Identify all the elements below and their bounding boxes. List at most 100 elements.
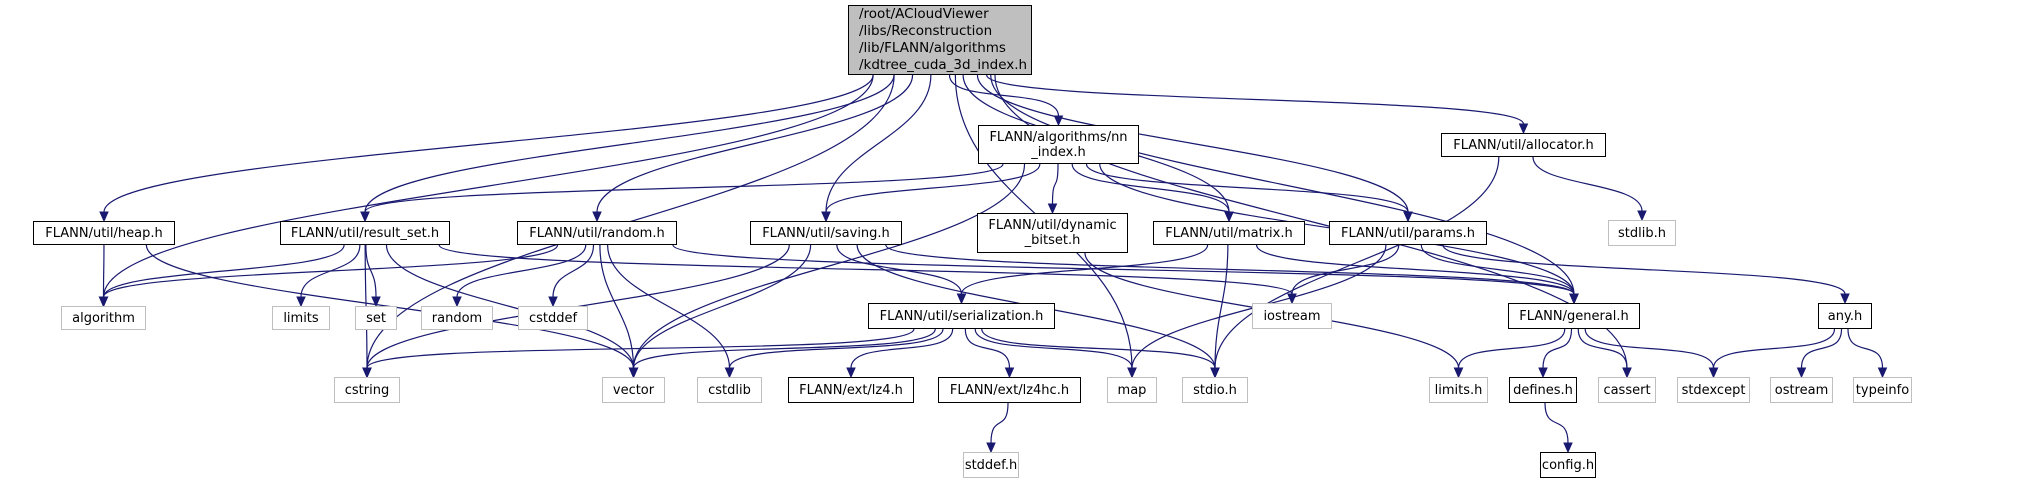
- arrowhead-icon: [1127, 367, 1137, 379]
- edge-saving-to-general: [885, 244, 1575, 295]
- edge-root-to-result_set: [364, 74, 895, 213]
- edge-nn_index-to-result_set: [364, 163, 1004, 213]
- any-node[interactable]: any.h: [1818, 303, 1872, 329]
- edge-serialization-to-cstring: [366, 328, 915, 369]
- edge-any-to-ostream: [1800, 328, 1843, 369]
- arrowhead-icon: [1569, 293, 1579, 305]
- typeinfo-node: typeinfo: [1853, 377, 1912, 403]
- iostream-node: iostream: [1252, 303, 1332, 329]
- edge-root-to-allocator: [986, 74, 1525, 125]
- arrowhead-icon: [1708, 367, 1719, 379]
- edge-result_set-to-algorithm: [102, 244, 345, 298]
- edge-root-to-algorithm: [102, 74, 874, 298]
- arrowhead-icon: [1210, 367, 1220, 379]
- defines-node[interactable]: defines.h: [1509, 377, 1577, 403]
- edge-lz4hc-to-stddef_h: [990, 402, 1009, 444]
- edge-nn_index-to-matrix: [1071, 163, 1230, 213]
- heap-node[interactable]: FLANN/util/heap.h: [33, 221, 175, 245]
- serialization-node[interactable]: FLANN/util/serialization.h: [868, 303, 1055, 329]
- edge-serialization-to-map: [974, 328, 1133, 369]
- arrowhead-icon: [548, 296, 558, 308]
- edge-any-to-typeinfo: [1847, 328, 1884, 369]
- edge-saving-to-vector: [632, 244, 812, 369]
- edge-general-to-stdexcept: [1584, 328, 1715, 369]
- edge-result_set-to-set: [365, 244, 377, 298]
- map-node: map: [1107, 377, 1157, 403]
- arrowhead-icon: [821, 211, 831, 223]
- lz4hc-node[interactable]: FLANN/ext/lz4hc.h: [938, 377, 1081, 403]
- edge-nn_index-to-params: [1085, 163, 1409, 213]
- arrowhead-icon: [452, 296, 462, 308]
- root-file-node[interactable]: /root/ACloudViewer /libs/Reconstruction …: [848, 5, 1032, 75]
- set-node: set: [355, 306, 397, 330]
- random-node: random: [421, 306, 493, 330]
- edge-saving-to-serialization: [836, 244, 963, 295]
- lz4-node[interactable]: FLANN/ext/lz4.h: [788, 377, 914, 403]
- edge-params-to-general: [1420, 244, 1575, 295]
- stdexcept-node: stdexcept: [1677, 377, 1750, 403]
- algorithm-node: algorithm: [61, 306, 146, 330]
- edge-nn_index-to-dynamic_bitset: [1051, 163, 1059, 205]
- general-node[interactable]: FLANN/general.h: [1508, 303, 1640, 329]
- limits-node: limits: [272, 306, 330, 330]
- edge-result_set-to-iostream: [438, 244, 1293, 295]
- arrowhead-icon: [362, 367, 372, 379]
- stdlib-h-node: stdlib.h: [1608, 220, 1676, 246]
- arrowhead-icon: [99, 211, 109, 223]
- arrowhead-icon: [1796, 367, 1807, 379]
- arrowhead-icon: [956, 293, 967, 305]
- arrowhead-icon: [592, 211, 602, 223]
- arrowhead-icon: [724, 367, 735, 379]
- edge-random_h-to-cstdlib: [607, 244, 731, 369]
- edge-general-to-limits_h: [1457, 328, 1566, 369]
- nn-index-node[interactable]: FLANN/algorithms/nn _index.h: [978, 125, 1139, 164]
- arrowhead-icon: [1622, 367, 1632, 379]
- arrowhead-icon: [1004, 367, 1015, 379]
- edge-root-to-nn_index: [948, 74, 1060, 117]
- dynamic-bitset-node[interactable]: FLANN/util/dynamic _bitset.h: [977, 213, 1128, 253]
- stddef-h-node: stddef.h: [963, 452, 1019, 478]
- arrowhead-icon: [1224, 211, 1234, 223]
- edge-general-to-defines: [1542, 328, 1573, 369]
- config-node[interactable]: config.h: [1540, 452, 1596, 478]
- edge-root-to-random_h: [596, 74, 914, 213]
- edge-root-to-params: [976, 74, 1409, 213]
- params-node[interactable]: FLANN/util/params.h: [1329, 221, 1487, 245]
- arrowhead-icon: [1563, 442, 1573, 454]
- arrowhead-icon: [371, 296, 381, 308]
- edge-matrix-to-stdio: [1214, 244, 1229, 369]
- random-h-node[interactable]: FLANN/util/random.h: [517, 221, 677, 245]
- cassert-node: cassert: [1598, 377, 1656, 403]
- limits-h-node: limits.h: [1429, 377, 1488, 403]
- allocator-node[interactable]: FLANN/util/allocator.h: [1441, 133, 1606, 157]
- saving-node[interactable]: FLANN/util/saving.h: [750, 221, 902, 245]
- edge-params-to-iostream: [1291, 244, 1400, 295]
- edge-serialization-to-lz4hc: [964, 328, 1011, 369]
- edge-general-to-cassert: [1577, 328, 1628, 369]
- ostream-node: ostream: [1770, 377, 1833, 403]
- edge-allocator-to-stdlib_h: [1532, 156, 1643, 212]
- edge-root-to-general: [990, 74, 1575, 295]
- edge-nn_index-to-vector: [632, 163, 1026, 369]
- arrowhead-icon: [628, 367, 639, 379]
- arrowhead-icon: [1453, 367, 1464, 379]
- edge-serialization-to-lz4: [850, 328, 954, 369]
- edge-random_h-to-algorithm: [102, 244, 559, 298]
- stdio-node: stdio.h: [1182, 377, 1248, 403]
- edge-serialization-to-cstdlib: [728, 328, 944, 369]
- cstdlib-node: cstdlib: [697, 377, 762, 403]
- edge-random_h-to-general: [672, 244, 1575, 295]
- matrix-node[interactable]: FLANN/util/matrix.h: [1153, 221, 1305, 245]
- edge-matrix-to-general: [1256, 244, 1575, 295]
- edge-any-to-stdexcept: [1712, 328, 1836, 369]
- cstddef-node: cstddef: [518, 306, 588, 330]
- edge-random_h-to-cstddef: [552, 244, 595, 298]
- arrowhead-icon: [1877, 367, 1888, 379]
- arrowhead-icon: [1840, 293, 1850, 305]
- edge-root-to-heap: [103, 74, 874, 213]
- edge-nn_index-to-saving: [825, 163, 1041, 213]
- arrowhead-icon: [846, 367, 856, 379]
- result-set-node[interactable]: FLANN/util/result_set.h: [280, 221, 450, 245]
- arrowhead-icon: [1403, 211, 1413, 223]
- arrowhead-icon: [98, 296, 109, 308]
